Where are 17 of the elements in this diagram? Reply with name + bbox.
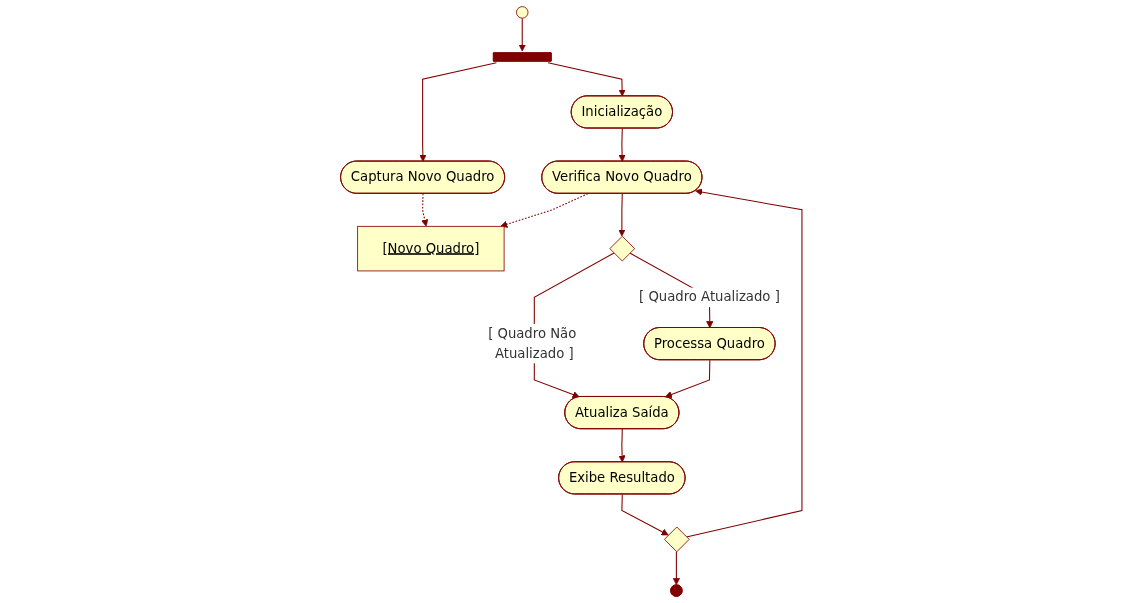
arrow [665,359,711,399]
arrow [419,62,498,162]
node-circle [516,6,529,19]
arrow [672,551,681,586]
arrow [618,127,626,162]
arrow [621,493,669,536]
arrow [518,17,527,52]
node-diamond [664,526,690,553]
arrow [618,428,626,463]
edge-label: [ Quadro Atualizado ] [639,289,781,305]
arrow [547,62,626,97]
node-box: [Novo Quadro] [357,225,505,272]
arrow [686,188,803,538]
node-diamond [609,235,636,262]
arrow [618,193,626,237]
arrow [421,193,429,227]
edge-label: [ Quadro Não Atualizado ] [488,325,577,361]
